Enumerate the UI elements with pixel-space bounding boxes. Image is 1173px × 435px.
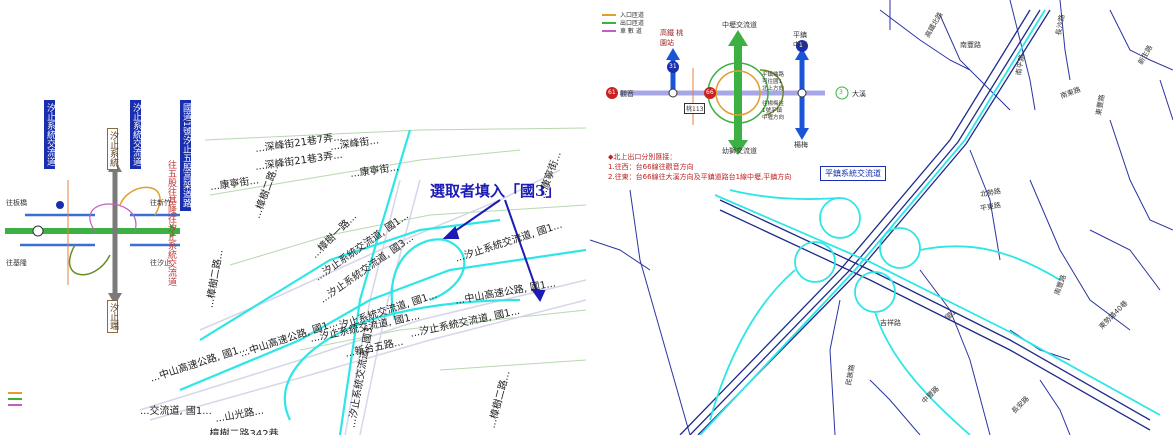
legend-entry-label: 入口匝道 bbox=[620, 12, 645, 19]
label-youshi-interchange: 幼獅交流道 bbox=[722, 147, 757, 155]
left-map-svg bbox=[5, 127, 586, 435]
side-note: 往楊梅往 bbox=[762, 101, 785, 107]
box-exit-label: 汐止系統交流道 bbox=[130, 100, 141, 169]
legend-exit-swatch bbox=[602, 22, 616, 24]
route-1-shield: 1 bbox=[799, 42, 803, 49]
note-east: 2.往東：台66線往大溪方向及平鎮道路台1線中壢,平鎮方向 bbox=[608, 173, 792, 181]
interchange-schematic bbox=[606, 30, 849, 155]
label-yangmei: 楊梅 bbox=[794, 141, 808, 149]
side-note: 可往國1 bbox=[762, 79, 782, 85]
road-label: ...交流道, 國1... bbox=[140, 406, 212, 417]
red-note: 往五股往基隆往汐止系統交流道 bbox=[166, 160, 176, 286]
box-national-1: 國道1號汐止五股高架道路 bbox=[180, 100, 191, 211]
right-map-panel: 入口匝道 出口匝道 車 數 道 中壢交流道 高鐵 桃園站 平鎮 中壢 觀音 大溪… bbox=[590, 0, 1173, 435]
left-map-panel: 汐止系統交流道 汐止系統 汐止系統交流道 國道1號汐止五股高架道路 往五股往基隆… bbox=[0, 0, 586, 435]
side-note: 1號平鎮 bbox=[762, 108, 782, 114]
box-xizhi-outline: 汐止系統 bbox=[107, 128, 118, 170]
local-roads bbox=[590, 0, 1173, 435]
route-61-shield: 61 bbox=[608, 89, 616, 96]
road-label: 吉祥路 bbox=[880, 319, 901, 327]
ramp-lines bbox=[179, 129, 586, 435]
highways bbox=[679, 9, 1151, 435]
annotation-arrows bbox=[442, 199, 546, 303]
ramp-lines bbox=[699, 9, 1161, 435]
label-guanyin: 觀音 bbox=[620, 90, 634, 98]
road-label: 南豐路 bbox=[960, 41, 981, 49]
legend-lane-label: 車 數 道 bbox=[620, 28, 642, 35]
route-66-shield: 66 bbox=[706, 89, 714, 96]
label-right-bottom: 往汐止 bbox=[150, 259, 171, 267]
box-xizhi-system: 汐止系統交流道 bbox=[44, 100, 55, 169]
route-31-shield: 31 bbox=[669, 63, 677, 70]
legend-exit-swatch bbox=[8, 398, 22, 400]
label-zhongli-interchange: 中壢交流道 bbox=[722, 21, 757, 29]
legend-entry-swatch bbox=[8, 392, 22, 394]
interchange-schematic bbox=[5, 160, 180, 305]
label-right-top: 往新竹 bbox=[150, 199, 171, 207]
title-pingzhen-system: 平鎮系統交流道 bbox=[820, 166, 886, 181]
note-west: 1.往西：台66線往觀音方向 bbox=[608, 163, 694, 171]
legend-lane-swatch bbox=[8, 404, 22, 406]
label-left-bottom: 往基隆 bbox=[6, 259, 27, 267]
legend-exit-label: 出口匝道 bbox=[620, 20, 645, 27]
right-map-svg bbox=[590, 0, 1173, 435]
notes-title: ◆北上出口分別匯接： bbox=[608, 153, 677, 161]
label-left-top: 往板橋 bbox=[6, 199, 27, 207]
route-3-shield: 3 bbox=[839, 89, 843, 96]
legend-lane-swatch bbox=[602, 30, 616, 32]
legend-entry-swatch bbox=[602, 14, 616, 16]
side-note: 平鎮端路 bbox=[762, 72, 785, 78]
route-box-tao113: 桃113 bbox=[684, 103, 706, 114]
annotation-text: 選取者填入「國3」 bbox=[430, 182, 561, 200]
side-note: 北上方向 bbox=[762, 86, 785, 92]
label-daxi: 大溪 bbox=[852, 90, 866, 98]
label-hsr-station: 高鐵 桃園站 bbox=[660, 29, 684, 47]
road-label: ...樟樹二路342巷... bbox=[200, 429, 289, 435]
panel-divider bbox=[586, 0, 590, 435]
box-xizhi-end: 汐止端 bbox=[107, 300, 118, 333]
label-pingzhen: 平鎮 中壢 bbox=[793, 31, 807, 49]
side-note: 中壢方向 bbox=[762, 115, 785, 121]
